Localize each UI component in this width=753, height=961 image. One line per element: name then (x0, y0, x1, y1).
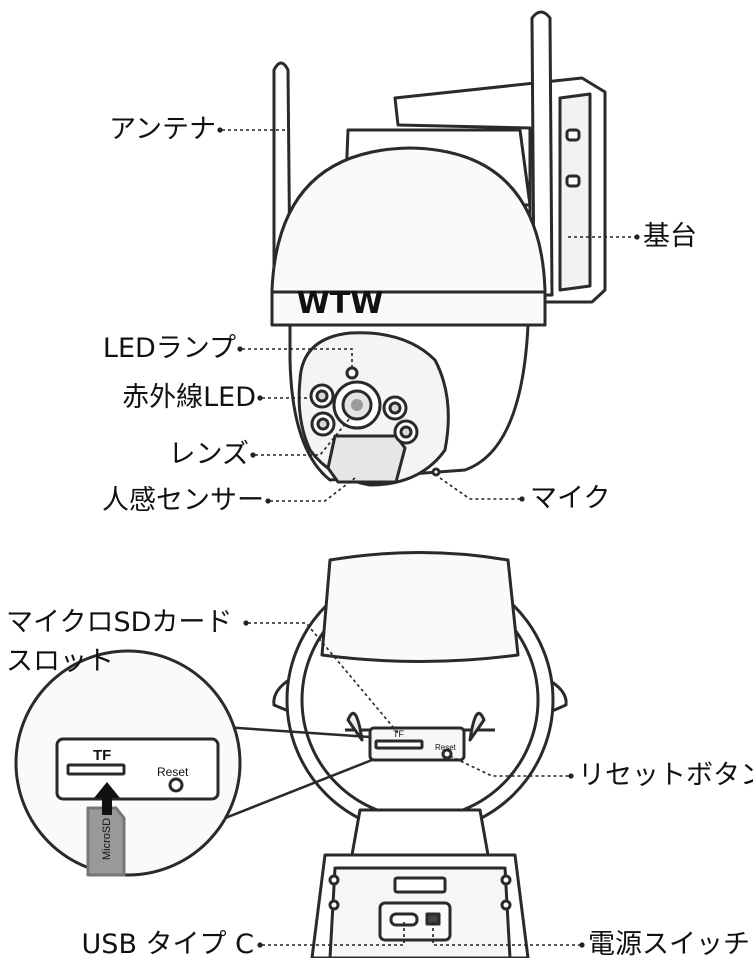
label-ir-led: 赤外線LED (122, 382, 256, 413)
leader-lines (222, 129, 635, 946)
tf-text-small: TF (393, 729, 404, 739)
mic-hole (431, 467, 441, 477)
label-microphone: マイク (530, 483, 611, 514)
label-antenna: アンテナ (109, 114, 216, 145)
tf-slot-small (374, 739, 424, 750)
reset-button-zoom (168, 777, 184, 793)
motion-sensor-window (326, 434, 407, 484)
back-view-camera (272, 551, 568, 958)
microsd-card-text: MicroSD (101, 818, 113, 860)
label-microsd-slot-line2: スロット (6, 646, 114, 677)
reset-text-small: Reset (435, 743, 457, 752)
label-reset-button: リセットボタン (578, 760, 753, 791)
reset-button-small (441, 748, 453, 760)
zoom-inset (14, 649, 373, 877)
label-usb-type-c: USB タイプ C (81, 929, 254, 960)
insert-arrow (94, 782, 120, 815)
label-motion-sensor: 人感センサー (102, 485, 264, 516)
reset-text-zoom: Reset (157, 765, 189, 779)
leader-dots (217, 127, 640, 948)
label-power-switch: 電源スイッチ (588, 929, 750, 960)
camera-dome (270, 146, 547, 327)
lower-housing (288, 323, 530, 487)
led-lamp-dot (345, 366, 359, 380)
label-led-lamp: LEDランプ (102, 333, 236, 364)
brand-logo: WTW (297, 286, 384, 321)
label-lens: レンズ (168, 439, 249, 470)
label-base-mount: 基台 (643, 221, 697, 252)
tf-text-zoom: TF (93, 747, 111, 764)
label-microsd-slot-line1: マイクロSDカード (6, 607, 233, 638)
